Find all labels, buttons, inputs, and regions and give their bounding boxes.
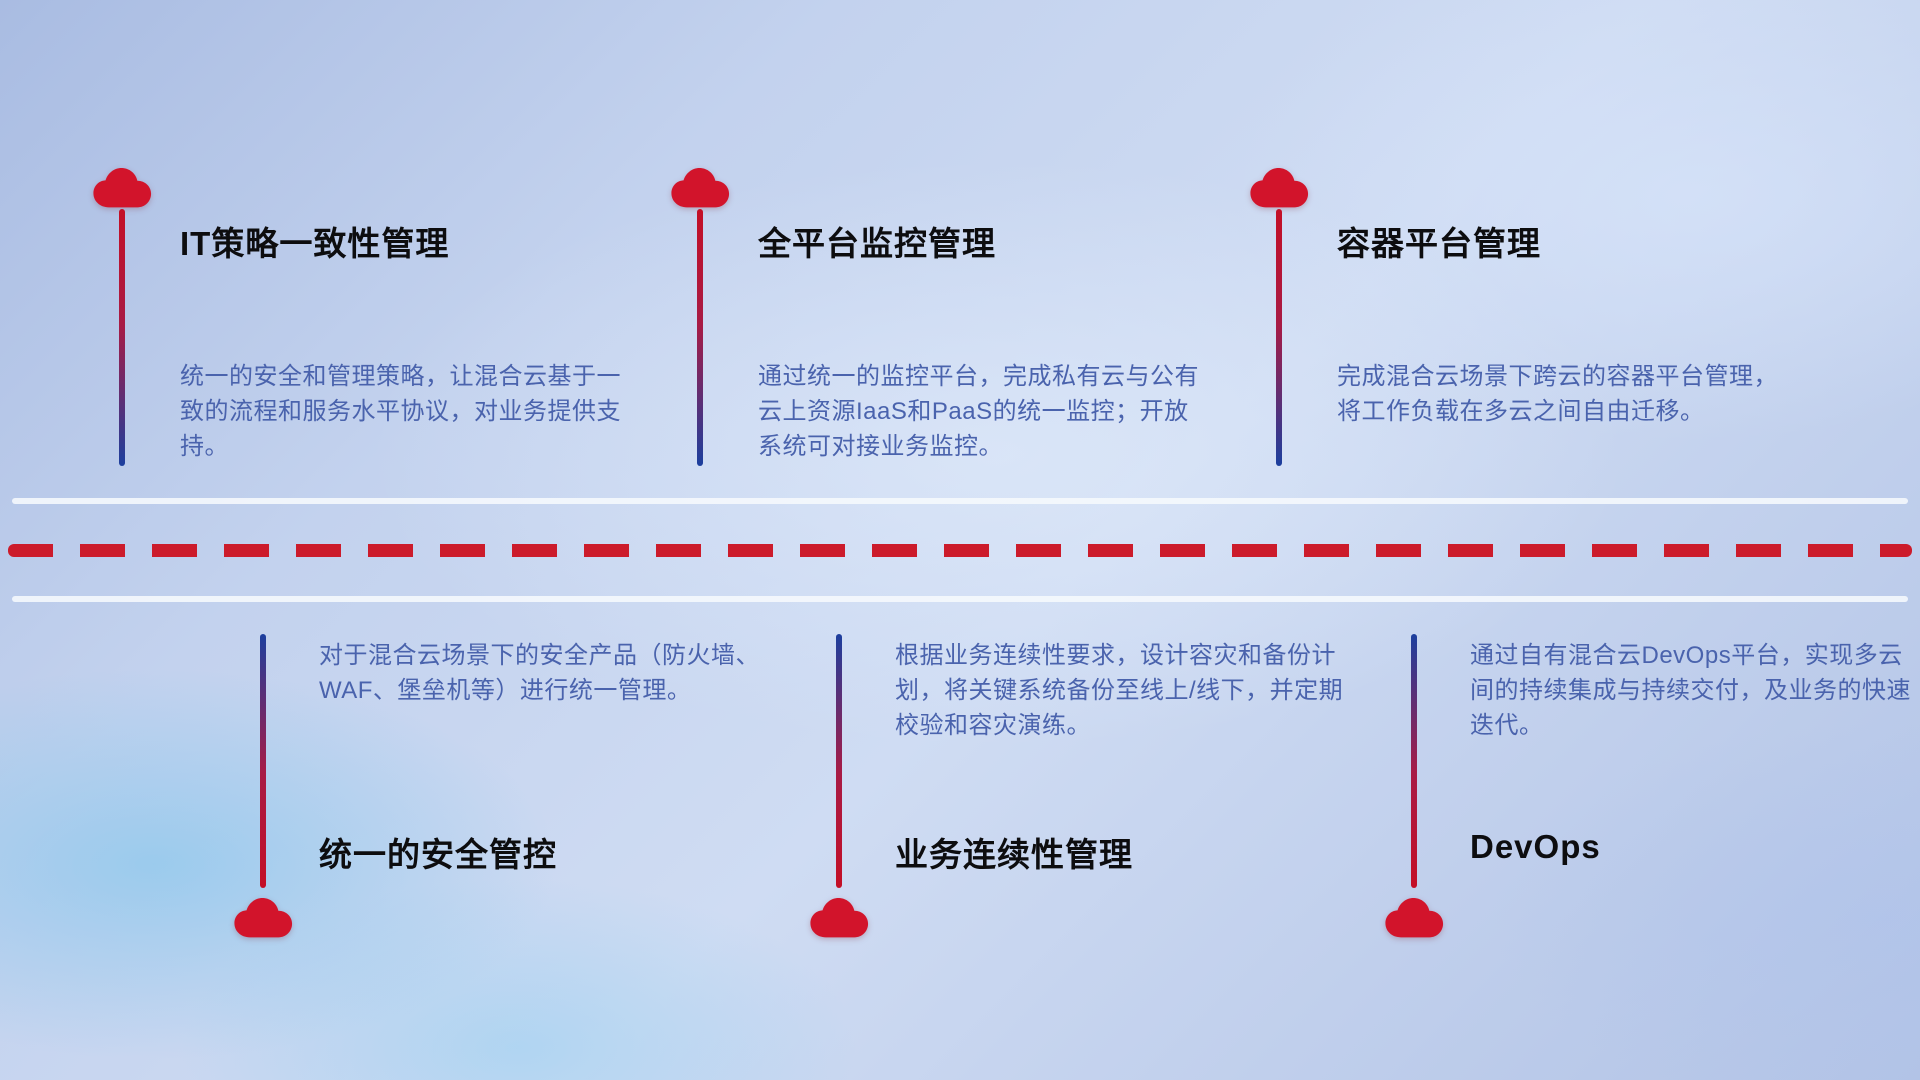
feature-description: 统一的安全和管理策略，让混合云基于一致的流程和服务水平协议，对业务提供支持。	[180, 363, 621, 460]
connector-line	[836, 634, 842, 888]
feature-description: 通过自有混合云DevOps平台，实现多云间的持续集成与持续交付，及业务的快速迭代…	[1470, 642, 1911, 739]
feature-title: 容器平台管理	[1337, 225, 1541, 262]
cloud-icon	[669, 165, 731, 209]
cloud-icon	[808, 895, 870, 939]
timeline-solid-line-bottom	[12, 596, 1908, 602]
feature-description: 根据业务连续性要求，设计容灾和备份计划，将关键系统备份至线上/线下，并定期校验和…	[895, 642, 1344, 739]
feature-description: 通过统一的监控平台，完成私有云与公有云上资源IaaS和PaaS的统一监控；开放系…	[758, 363, 1199, 460]
connector-line	[119, 209, 125, 466]
cloud-icon	[232, 895, 294, 939]
feature-title: 统一的安全管控	[319, 836, 557, 873]
cloud-icon	[91, 165, 153, 209]
feature-title: 全平台监控管理	[758, 225, 996, 262]
feature-title: 业务连续性管理	[895, 836, 1133, 873]
cloud-icon	[1248, 165, 1310, 209]
connector-line	[1411, 634, 1417, 888]
feature-title: DevOps	[1470, 828, 1601, 865]
connector-line	[260, 634, 266, 888]
feature-title: IT策略一致性管理	[180, 225, 450, 262]
cloud-icon	[1383, 895, 1445, 939]
connector-line	[1276, 209, 1282, 466]
timeline-dashed-line	[8, 544, 1912, 557]
connector-line	[697, 209, 703, 466]
timeline-solid-line-top	[12, 498, 1908, 504]
feature-description: 完成混合云场景下跨云的容器平台管理，将工作负载在多云之间自由迁移。	[1337, 363, 1778, 425]
feature-description: 对于混合云场景下的安全产品（防火墙、WAF、堡垒机等）进行统一管理。	[319, 642, 760, 704]
